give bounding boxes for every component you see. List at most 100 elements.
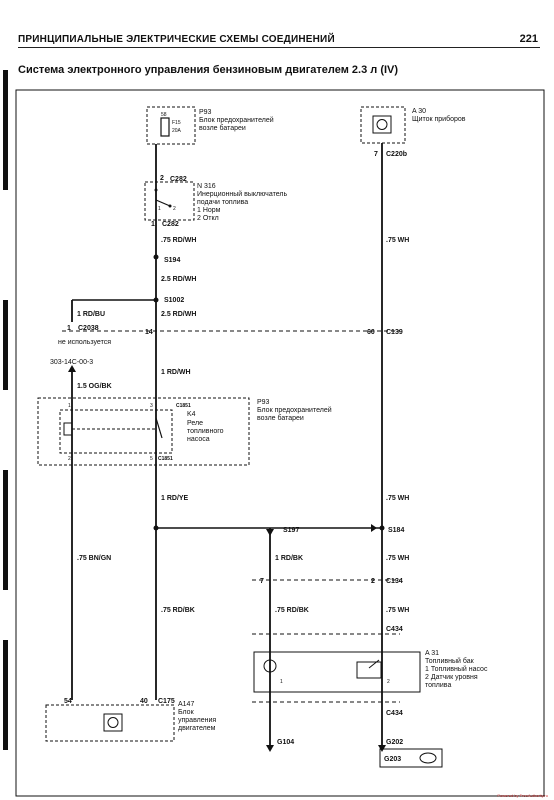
connector-c282-top: C282 xyxy=(170,176,187,183)
fuse-f15 xyxy=(160,117,170,137)
a31-id: A 31 xyxy=(425,650,439,657)
splice-s197-label: S197 xyxy=(283,527,299,534)
p93-relay-line2: возле батареи xyxy=(257,414,304,422)
pin-14: 14 xyxy=(145,329,153,336)
connector-c175: C175 xyxy=(158,698,175,705)
p93-top-id: P93 xyxy=(199,109,212,116)
a30-symbol xyxy=(372,115,392,134)
a31-line1: Топливный бак xyxy=(425,657,475,665)
n316-line1: Инерционный выключатель xyxy=(197,190,287,198)
k4-id: K4 xyxy=(187,411,196,418)
ground-g202: G202 xyxy=(386,739,403,746)
pin-1-c2038: 1 xyxy=(67,325,71,332)
k4-line2: топливного xyxy=(187,428,224,435)
pin-dot xyxy=(168,204,172,208)
binder-mark xyxy=(3,70,8,190)
connector-c434-b: C434 xyxy=(386,710,403,717)
a30-id: A 30 xyxy=(412,108,426,115)
a30-line1: Щиток приборов xyxy=(412,115,466,123)
connector-c139: C139 xyxy=(386,329,403,336)
wire-label-w14: .75 WH xyxy=(386,555,409,562)
n316-sw2: 2 xyxy=(173,206,176,212)
wire-label-w3: 2.5 RD/WH xyxy=(161,311,196,318)
wire-label-w4: 1 RD/BU xyxy=(77,311,105,318)
pin-2-c134: 2 xyxy=(371,578,375,585)
connector-c2038: C2038 xyxy=(78,325,99,332)
binder-mark xyxy=(3,300,8,390)
a147-line2: управления xyxy=(178,717,216,724)
a147-id: A147 xyxy=(178,701,194,708)
a30-gauge-icon xyxy=(376,119,388,130)
a31-box xyxy=(253,651,421,693)
p93-top-line2: возле батареи xyxy=(199,124,246,132)
a31-line2: 1 Топливный насос xyxy=(425,665,488,673)
header-rule xyxy=(18,47,540,48)
splice-s184 xyxy=(379,525,385,531)
pin-40: 40 xyxy=(140,698,148,705)
pin-dot xyxy=(154,188,158,192)
a147-line3: двигателем xyxy=(178,725,216,732)
splice-s194 xyxy=(153,254,159,260)
pin-2-n316: 2 xyxy=(160,175,164,182)
footer-credit: Powered by FreeAuthority.ru xyxy=(497,793,548,798)
wire-label-w11: .75 RD/BK xyxy=(275,607,309,614)
wire-label-w7: 1 RD/YE xyxy=(161,495,189,502)
pin-7-c134: 7 xyxy=(260,578,264,585)
wire-label-w12: .75 WH xyxy=(386,237,409,244)
wire-label-w10: 1 RD/BK xyxy=(275,555,303,562)
diagram-title: Система электронного управления бензинов… xyxy=(18,64,399,76)
ground-g104: G104 xyxy=(277,739,294,746)
connector-c220b: C220b xyxy=(386,151,407,158)
a147-symbol xyxy=(103,713,123,732)
splice-s1002 xyxy=(153,297,159,303)
fuse-id: F15 xyxy=(172,120,181,126)
pin-k1: 1 xyxy=(68,403,71,409)
pin-54: 54 xyxy=(64,698,72,705)
a31-line4: топлива xyxy=(425,682,451,689)
p93-relay-box xyxy=(37,397,250,466)
splice-s197 xyxy=(153,525,159,531)
ground-lpg-icon xyxy=(419,752,437,764)
wire-label-w1: .75 RD/WH xyxy=(161,237,196,244)
k4-line1: Реле xyxy=(187,420,203,427)
wire-label-w9: .75 RD/BK xyxy=(161,607,195,614)
a147-box xyxy=(45,704,175,742)
binder-mark xyxy=(3,470,8,590)
connector-c282-bot: C282 xyxy=(162,221,179,228)
n316-line4: 2 Откл xyxy=(197,215,219,222)
page-number: 221 xyxy=(519,33,538,45)
splice-s1002-label: S1002 xyxy=(164,297,184,304)
wire-label-w15: .75 WH xyxy=(386,607,409,614)
pin-60: 60 xyxy=(367,329,375,336)
pin-k5: 5 xyxy=(150,456,153,462)
k4-coil xyxy=(63,422,73,436)
ground-arrow-g104 xyxy=(266,745,274,752)
fuse-rating: 20A xyxy=(172,128,182,134)
arrow-s184 xyxy=(371,524,377,532)
splice-s184-label: S184 xyxy=(388,527,404,534)
p93-fuse-box xyxy=(146,106,196,145)
splice-s194-label: S194 xyxy=(164,257,180,264)
connector-c1851-b: C1851 xyxy=(158,456,173,462)
wire-label-w6: 1.5 OG/BK xyxy=(77,383,112,390)
fuel-level-sensor xyxy=(356,661,382,679)
fuse-pin: 58 xyxy=(161,112,167,118)
connector-c134: C134 xyxy=(386,578,403,585)
pin-7-a30: 7 xyxy=(374,151,378,158)
wire-label-w8: .75 BN/GN xyxy=(77,555,111,562)
wire-label-w2: 2.5 RD/WH xyxy=(161,276,196,283)
a31-line3: 2 Датчик уровня xyxy=(425,674,478,681)
ground-g203-box xyxy=(379,748,443,768)
a147-line1: Блок xyxy=(178,709,195,716)
ecu-icon xyxy=(107,717,119,728)
pump-motor-icon xyxy=(263,659,277,673)
p93-top-line1: Блок предохранителей xyxy=(199,116,274,124)
n316-id: N 316 xyxy=(197,183,216,190)
not-used-label: не используется xyxy=(58,339,111,346)
a30-box xyxy=(360,106,406,144)
ground-g203: G203 xyxy=(384,756,401,763)
k4-relay xyxy=(59,409,173,454)
n316-sw1: 1 xyxy=(158,206,161,212)
n316-line2: подачи топлива xyxy=(197,199,248,206)
